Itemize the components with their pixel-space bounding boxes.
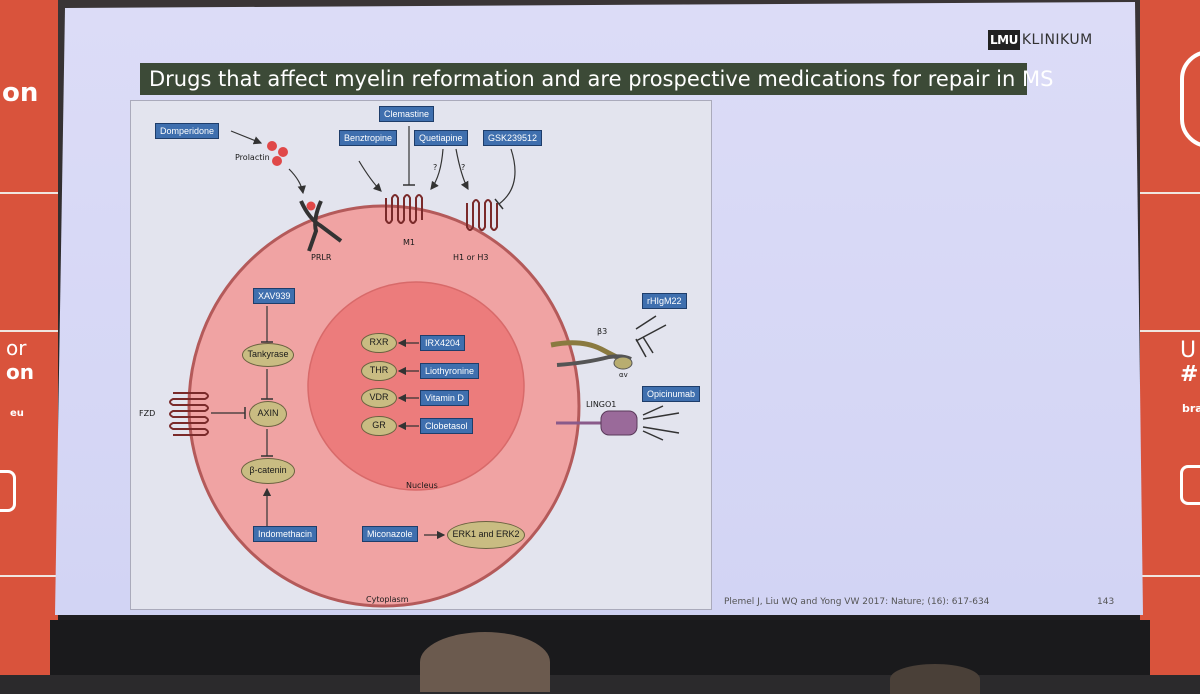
receptor-vdr: VDR <box>361 388 397 408</box>
left-banner-text: on <box>6 360 34 384</box>
drug-opicinumab: Opicinumab <box>642 386 701 402</box>
logo-box: LMU <box>988 30 1020 50</box>
antibody-icon <box>642 405 680 441</box>
left-banner-text: or <box>6 336 27 360</box>
inhibit-bar <box>494 198 504 210</box>
receptor-thr: THR <box>361 361 397 381</box>
m1-label: M1 <box>403 238 415 247</box>
banner-seam <box>1140 330 1200 332</box>
receptor-gr: GR <box>361 416 397 436</box>
prlr-receptor <box>307 200 323 252</box>
fzd-label: FZD <box>139 409 156 418</box>
lingo1-protein <box>600 410 638 436</box>
prlr-label: PRLR <box>311 253 332 262</box>
node-beta-catenin: β-catenin <box>241 458 295 484</box>
drug-quetiapine: Quetiapine <box>414 130 468 146</box>
prolactin-label: Prolactin <box>235 153 270 162</box>
logo-text: KLINIKUM <box>1021 32 1093 48</box>
right-banner-text: U <box>1180 338 1197 363</box>
alpha-v-label: αv <box>619 371 628 379</box>
banner-seam <box>0 330 58 332</box>
nucleus-label: Nucleus <box>406 481 438 490</box>
h1-h3-receptor <box>466 199 498 231</box>
drug-benztropine: Benztropine <box>339 130 398 146</box>
inhibit-line <box>498 148 516 205</box>
stage-floor <box>50 620 1150 675</box>
arrow <box>430 148 444 190</box>
integrin-head <box>613 356 633 370</box>
bound-prolactin <box>306 201 316 211</box>
drug-gsk239512: GSK239512 <box>483 130 543 146</box>
drug-liothyronine: Liothyronine <box>420 363 480 379</box>
banner-seam <box>0 192 58 194</box>
left-banner-text: on <box>2 78 39 108</box>
arrow <box>455 148 469 191</box>
m1-receptor <box>385 194 423 224</box>
drug-domperidone: Domperidone <box>155 123 220 139</box>
drug-irx4204: IRX4204 <box>420 335 466 351</box>
drug-xav939: XAV939 <box>253 288 296 304</box>
drug-rhigm22: rHIgM22 <box>642 293 687 309</box>
receptor-rxr: RXR <box>361 333 397 353</box>
arrow <box>358 160 382 192</box>
slide-title: Drugs that affect myelin reformation and… <box>140 63 1053 95</box>
lmu-klinikum-logo: LMU KLINIKUM <box>988 30 1093 50</box>
right-banner-text: # <box>1180 362 1199 387</box>
prolactin-dot <box>267 141 277 151</box>
antibody-icon <box>635 315 667 358</box>
right-banner: U # bra <box>1140 0 1200 675</box>
h1-h3-label: H1 or H3 <box>453 253 489 262</box>
drug-indomethacin: Indomethacin <box>253 526 318 542</box>
question-mark: ? <box>433 163 438 172</box>
arrow <box>230 130 263 145</box>
arrow <box>288 168 306 195</box>
cytoplasm-label: Cytoplasm <box>366 595 409 604</box>
nucleus <box>307 281 525 491</box>
left-banner: on or on eu <box>0 0 58 675</box>
drug-clobetasol: Clobetasol <box>420 418 473 434</box>
pathway-figure: Domperidone Clemastine Benztropine Queti… <box>130 100 712 610</box>
left-banner-text: eu <box>10 408 24 419</box>
banner-seam <box>0 575 58 577</box>
banner-shape-icon <box>0 470 16 512</box>
drug-vitamin-d: Vitamin D <box>420 390 469 406</box>
right-banner-text: bra <box>1182 402 1200 415</box>
audience-head <box>420 632 550 692</box>
node-erk: ERK1 and ERK2 <box>447 521 525 549</box>
audience-head <box>890 664 980 694</box>
drug-miconazole: Miconazole <box>362 526 418 542</box>
pathway-diagram <box>169 126 680 608</box>
fzd-receptor <box>169 392 209 436</box>
drug-clemastine: Clemastine <box>379 106 435 122</box>
prlr-receptor <box>299 200 343 243</box>
banner-seam <box>1140 575 1200 577</box>
banner-shape-icon <box>1180 465 1200 505</box>
citation: Plemel J, Liu WQ and Yong VW 2017: Natur… <box>724 597 990 607</box>
node-axin: AXIN <box>249 401 287 427</box>
node-tankyrase: Tankyrase <box>242 343 294 367</box>
lingo1-label: LINGO1 <box>586 400 617 409</box>
page-number: 143 <box>1097 597 1115 607</box>
brain-logo-icon <box>1180 50 1200 148</box>
prolactin-dot <box>272 156 282 166</box>
banner-seam <box>1140 192 1200 194</box>
prolactin-dot <box>278 147 288 157</box>
beta3-label: β3 <box>597 327 608 336</box>
question-mark: ? <box>461 163 466 172</box>
